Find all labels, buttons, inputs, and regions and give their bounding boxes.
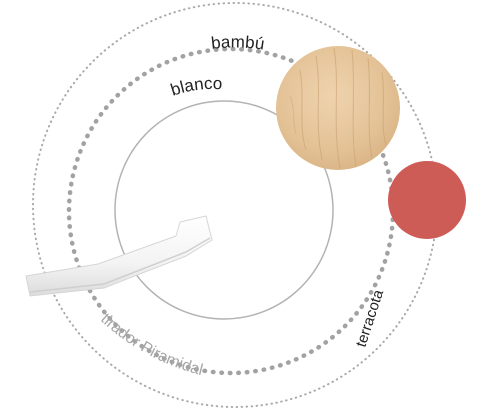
terracotta-label: terracota (353, 287, 388, 349)
handle-bar-shape (25, 215, 213, 297)
bamboo-label-text: bambú (210, 32, 266, 53)
inner-solid-ring (114, 100, 334, 320)
handle-label: tirador Piramidal (97, 310, 204, 379)
bamboo-grain-texture (289, 47, 387, 169)
terracotta-swatch (388, 161, 466, 239)
bamboo-swatch (276, 46, 400, 170)
white-label-text: blanco (168, 74, 223, 100)
white-label: blanco (168, 74, 223, 100)
handle-label-text: tirador Piramidal (97, 310, 204, 379)
bamboo-label: bambú (210, 32, 266, 53)
